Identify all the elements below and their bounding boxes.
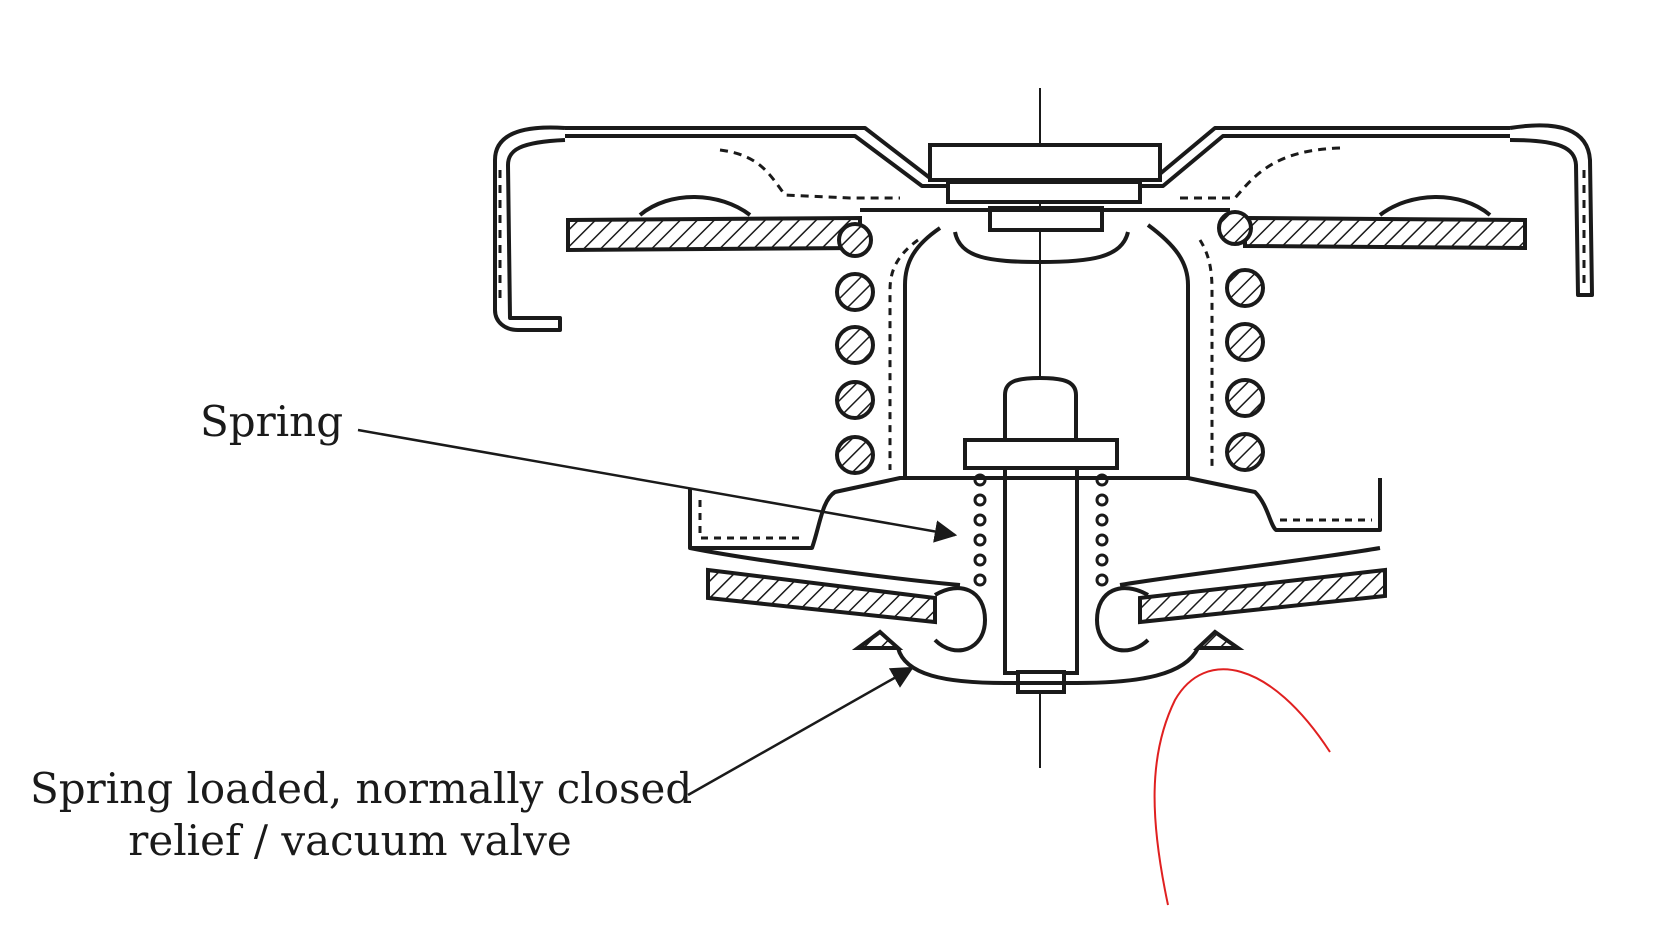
upper-seal-plate	[566, 195, 1527, 253]
spring-sleeve	[888, 223, 1214, 478]
center-boss	[928, 143, 1162, 265]
leader-valve	[687, 666, 914, 797]
lower-housing	[688, 476, 1382, 587]
valve-label-line1: Spring loaded, normally closed	[30, 764, 693, 813]
leader-spring	[357, 428, 958, 543]
red-freehand-annotation	[1153, 668, 1331, 906]
lower-seal-plate	[706, 567, 1387, 625]
vacuum-valve-seat	[851, 586, 1245, 685]
valve-label: Spring loaded, normally closed relief / …	[30, 763, 693, 867]
spring-coils	[835, 210, 1265, 475]
valve-label-line2: relief / vacuum valve	[128, 816, 572, 865]
valve-stem	[963, 375, 1119, 694]
spring-label: Spring	[200, 397, 344, 446]
